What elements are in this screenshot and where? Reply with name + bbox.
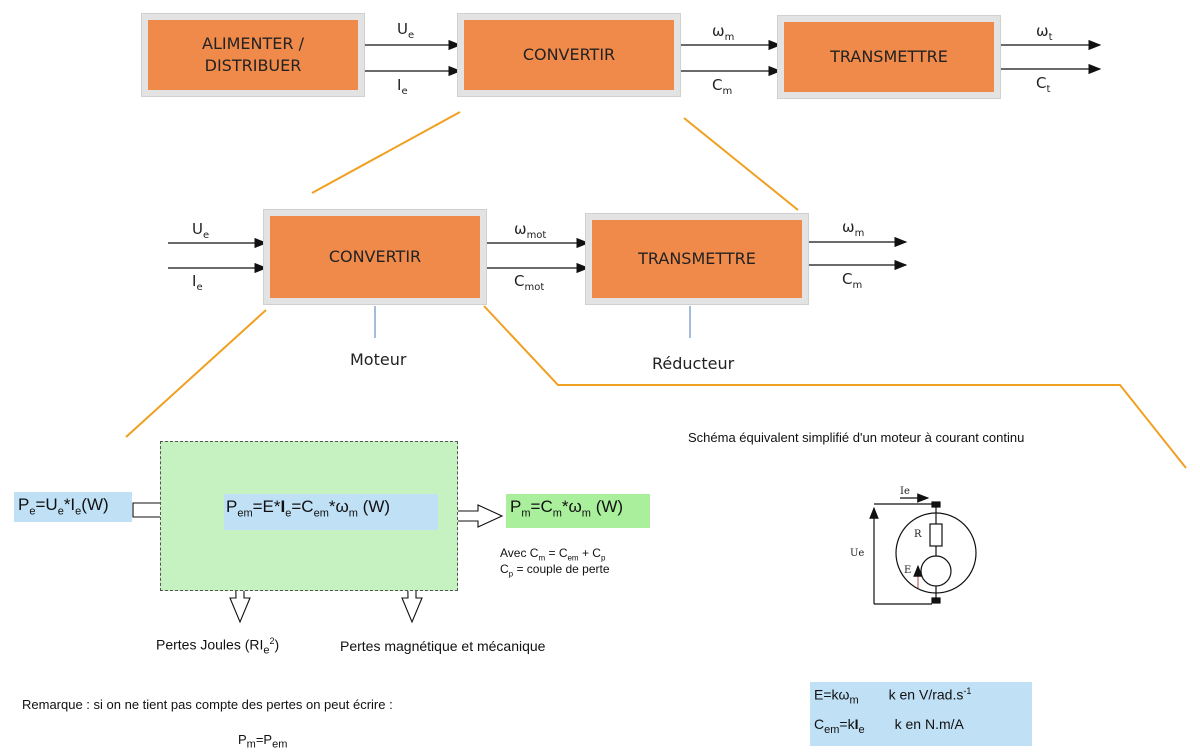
- note-cp: Cp = couple de perte: [500, 562, 610, 579]
- label-cmot: Cmot: [514, 272, 545, 293]
- zoom-line-1: [311, 111, 461, 194]
- label-wmot: ωmot: [514, 220, 547, 241]
- note-avec: Avec Cm = Cem + Cp: [500, 546, 606, 563]
- pm-highlight: [506, 494, 650, 528]
- label-cm-top: Cm: [712, 76, 733, 97]
- box-transmettre-top: TRANSMETTRE: [778, 16, 1000, 98]
- formula-pe: Pe=Ue*Ie(W): [18, 495, 109, 518]
- label-cm-mid: Cm: [842, 270, 863, 291]
- note-remarque: Remarque : si on ne tient pas compte des…: [22, 697, 393, 712]
- box-convertir-top: CONVERTIR: [458, 14, 680, 96]
- circuit-label-ue: Ue: [850, 548, 865, 559]
- box-transmettre-mid: TRANSMETTRE: [586, 214, 808, 304]
- circuit-label-ie: Ie: [900, 486, 910, 497]
- label-pertes-magnetique: Pertes magnétique et mécanique: [340, 638, 546, 654]
- zoom-line-3: [125, 309, 267, 438]
- dc-motor-circuit: [869, 493, 977, 605]
- zoom-line-2: [683, 117, 799, 211]
- pem-highlight: [224, 494, 438, 530]
- caption-moteur: Moteur: [350, 350, 407, 369]
- zoom-line-4: [483, 305, 1187, 469]
- label-wm-top: ωm: [712, 22, 735, 43]
- formula-pm-eq-pem: Pm=Pem: [238, 732, 288, 751]
- label-ie-top: Ie: [397, 76, 408, 97]
- box-convertir-mid: CONVERTIR: [264, 210, 486, 304]
- circuit-label-e: E: [904, 565, 912, 576]
- label-ue-mid: Ue: [192, 220, 210, 241]
- relations-highlight: [810, 682, 1032, 746]
- label-ie-mid: Ie: [192, 272, 203, 293]
- pe-highlight: [14, 492, 132, 522]
- schema-title: Schéma équivalent simplifié d'un moteur …: [688, 430, 1025, 445]
- label-ct: Ct: [1036, 74, 1051, 95]
- formula-pm: Pm=Cm*ωm (W): [510, 497, 624, 520]
- caption-reducteur: Réducteur: [652, 354, 735, 373]
- circuit-label-r: R: [914, 529, 922, 540]
- box-alimenter-distribuer: ALIMENTER / DISTRIBUER: [142, 14, 364, 96]
- label-wm-mid: ωm: [842, 218, 865, 239]
- label-wt: ωt: [1036, 22, 1053, 43]
- label-ue-top: Ue: [397, 20, 415, 41]
- formula-pem: Pem=E*Ie=Cem*ωm (W): [226, 497, 391, 520]
- label-pertes-joules: Pertes Joules (RIe2): [156, 636, 280, 657]
